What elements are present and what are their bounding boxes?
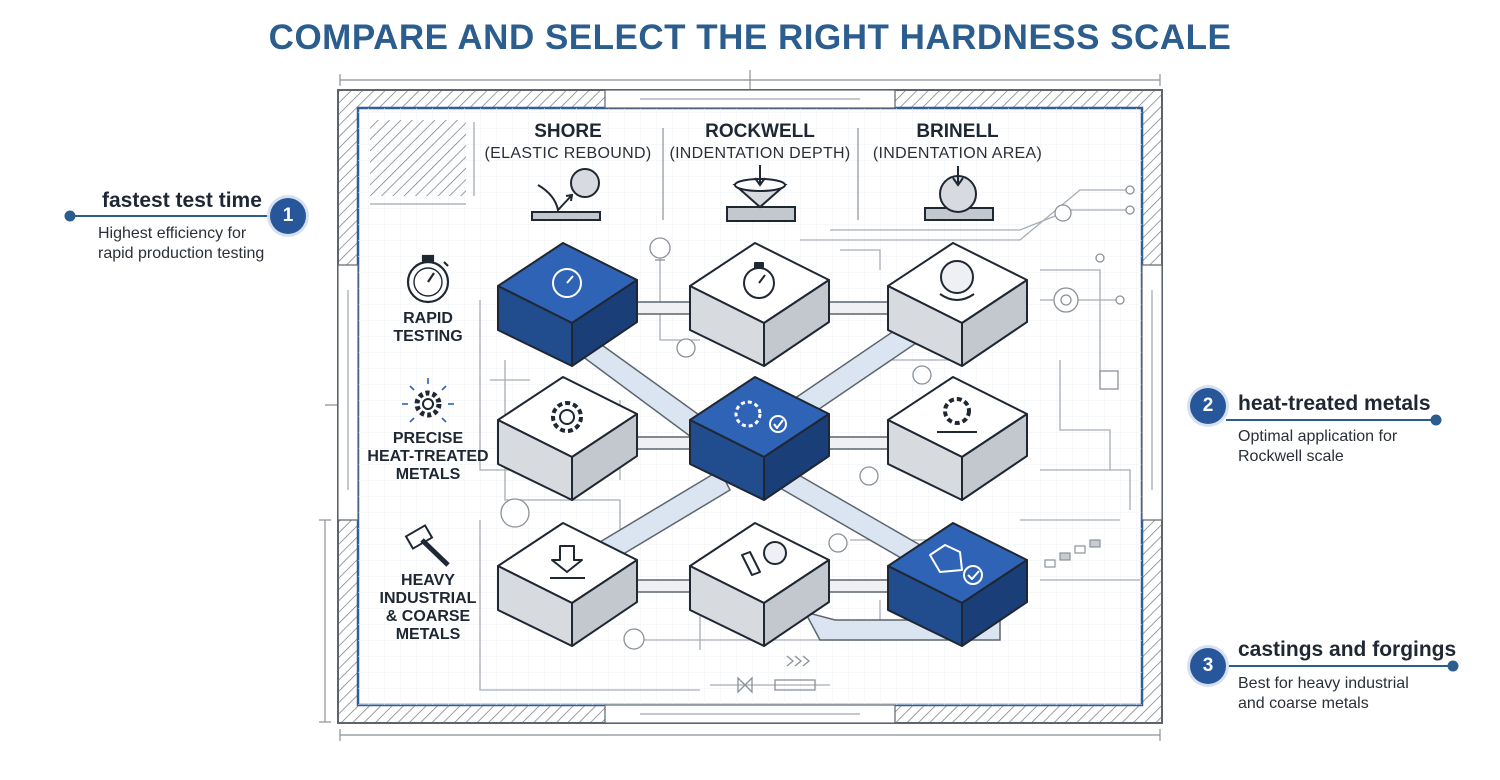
column-header-brinell: BRINELL (INDENTATION AREA) bbox=[865, 121, 1050, 163]
callout-heading: fastest test time bbox=[102, 189, 262, 212]
column-name: BRINELL bbox=[916, 121, 999, 142]
column-name: ROCKWELL bbox=[705, 121, 815, 142]
column-header-shore: SHORE (ELASTIC REBOUND) bbox=[478, 121, 658, 163]
callout-description: Optimal application for Rockwell scale bbox=[1238, 428, 1398, 465]
module-shore-precise bbox=[497, 376, 638, 501]
cone-indenter-icon bbox=[726, 165, 796, 222]
module-brinell-heavy bbox=[887, 522, 1028, 647]
callout-description: Best for heavy industrial and coarse met… bbox=[1238, 675, 1409, 712]
circuit-nodes bbox=[500, 185, 1135, 650]
column-separators bbox=[662, 128, 859, 220]
callout-leaders bbox=[64, 210, 1459, 672]
hammer-icon bbox=[404, 524, 450, 567]
callout-number-badge: 3 bbox=[1190, 648, 1226, 684]
module-connectors bbox=[580, 301, 1001, 641]
module-shore-rapid bbox=[497, 242, 638, 367]
page-title: COMPARE AND SELECT THE RIGHT HARDNESS SC… bbox=[268, 18, 1232, 57]
valve-symbol bbox=[737, 655, 816, 694]
column-subtitle: (INDENTATION AREA) bbox=[872, 145, 1043, 162]
callout-heading: heat-treated metals bbox=[1238, 392, 1431, 415]
column-header-rockwell: ROCKWELL (INDENTATION DEPTH) bbox=[665, 121, 855, 163]
stopwatch-icon bbox=[406, 254, 450, 304]
column-subtitle: (INDENTATION DEPTH) bbox=[669, 145, 851, 162]
circuit-traces bbox=[479, 189, 1140, 691]
row-label-precise-heat-treated: PRECISE HEAT-TREATED METALS bbox=[367, 430, 489, 483]
callout-number-badge: 2 bbox=[1190, 388, 1226, 424]
callout-number-badge: 1 bbox=[270, 198, 306, 234]
module-brinell-precise bbox=[887, 376, 1028, 501]
rebound-icon bbox=[531, 168, 601, 221]
module-grid bbox=[497, 242, 1028, 647]
module-rockwell-heavy bbox=[689, 522, 830, 647]
gear-icon bbox=[402, 378, 454, 423]
callout-heading: castings and forgings bbox=[1238, 638, 1457, 661]
callout-description: Highest efficiency for rapid production … bbox=[98, 225, 265, 262]
column-name: SHORE bbox=[534, 121, 602, 142]
module-rockwell-precise bbox=[689, 376, 830, 501]
row-label-heavy-industrial: HEAVY INDUSTRIAL & COARSE METALS bbox=[379, 572, 477, 643]
ball-indenter-icon bbox=[924, 166, 994, 221]
module-rockwell-rapid bbox=[689, 242, 830, 367]
module-shore-heavy bbox=[497, 522, 638, 647]
row-label-rapid-testing: RAPID TESTING bbox=[393, 310, 463, 345]
diagonal-marks bbox=[1044, 539, 1101, 568]
module-brinell-rapid bbox=[887, 242, 1028, 367]
column-subtitle: (ELASTIC REBOUND) bbox=[484, 145, 652, 162]
